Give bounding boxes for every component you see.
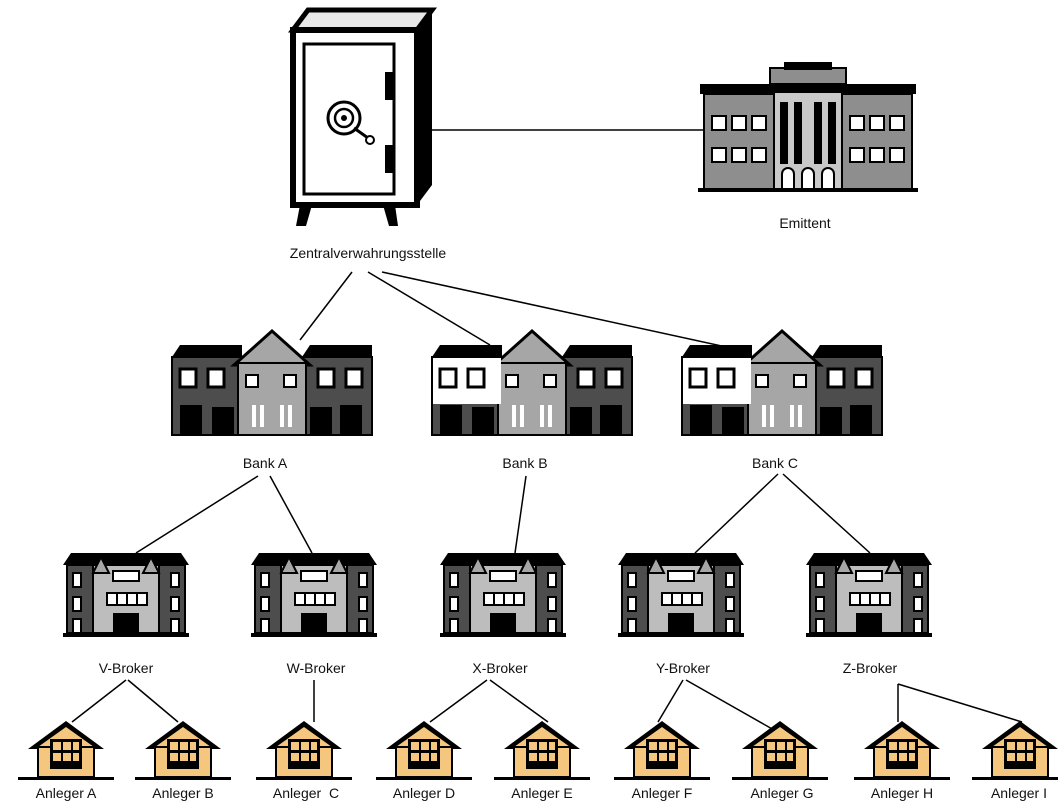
anleger-b-house-icon: [134, 720, 232, 781]
issuer-label: Emittent: [779, 215, 830, 231]
w-broker-icon: [250, 552, 378, 638]
anleger-h-house-icon: [853, 720, 951, 781]
anleger-b-label: Anleger B: [152, 785, 213, 801]
line-depository-bank-a: [299, 271, 353, 341]
line-y-broker-anleger-g: [685, 679, 775, 731]
anleger-g-label: Anleger G: [750, 785, 813, 801]
line-x-broker-anleger-e: [489, 679, 549, 723]
bank-a-label: Bank A: [243, 455, 288, 471]
v-broker-label: V-Broker: [99, 660, 154, 676]
anleger-f-house-icon: [613, 720, 711, 781]
line-bank-a-v-broker: [135, 475, 259, 554]
line-bank-b-x-broker: [514, 475, 527, 554]
anleger-h-label: Anleger H: [871, 785, 933, 801]
bank-c-icon: [680, 329, 884, 437]
line-z-broker-anleger-i: [897, 683, 1023, 723]
safe-icon: [288, 7, 437, 226]
line-depository-bank-c: [381, 271, 741, 351]
anleger-i-label: Anleger I: [991, 785, 1047, 801]
anleger-c-label: Anleger C: [273, 785, 339, 801]
line-bank-c-z-broker: [782, 473, 871, 554]
line-v-broker-anleger-a: [71, 679, 127, 723]
anleger-a-house-icon: [17, 720, 115, 781]
line-v-broker-anleger-b: [127, 679, 179, 723]
bank-b-icon: [430, 329, 634, 437]
bank-a-icon: [170, 329, 374, 437]
anleger-e-house-icon: [493, 720, 591, 781]
anleger-a-label: Anleger A: [36, 785, 97, 801]
bank-b-label: Bank B: [502, 455, 547, 471]
line-depository-bank-b: [367, 271, 491, 346]
anleger-d-house-icon: [375, 720, 473, 781]
bank-c-label: Bank C: [752, 455, 798, 471]
z-broker-label: Z-Broker: [843, 660, 898, 676]
line-x-broker-anleger-d: [429, 679, 488, 723]
line-y-broker-anleger-f: [657, 679, 684, 723]
z-broker-icon: [805, 552, 933, 638]
v-broker-icon: [62, 552, 190, 638]
anleger-f-label: Anleger F: [632, 785, 693, 801]
y-broker-icon: [617, 552, 745, 638]
line-bank-c-y-broker: [694, 473, 779, 554]
x-broker-label: X-Broker: [472, 660, 528, 676]
line-bank-a-w-broker: [269, 475, 313, 554]
w-broker-label: W-Broker: [287, 660, 346, 676]
anleger-i-house-icon: [971, 720, 1058, 781]
connector-lines: [71, 129, 1023, 731]
anleger-c-house-icon: [255, 720, 353, 781]
government-building-icon: [698, 62, 918, 192]
depository-label: Zentralverwahrungsstelle: [290, 245, 447, 261]
anleger-e-label: Anleger E: [511, 785, 572, 801]
anleger-d-label: Anleger D: [393, 785, 455, 801]
x-broker-icon: [439, 552, 567, 638]
y-broker-label: Y-Broker: [656, 660, 710, 676]
anleger-g-house-icon: [731, 720, 829, 781]
